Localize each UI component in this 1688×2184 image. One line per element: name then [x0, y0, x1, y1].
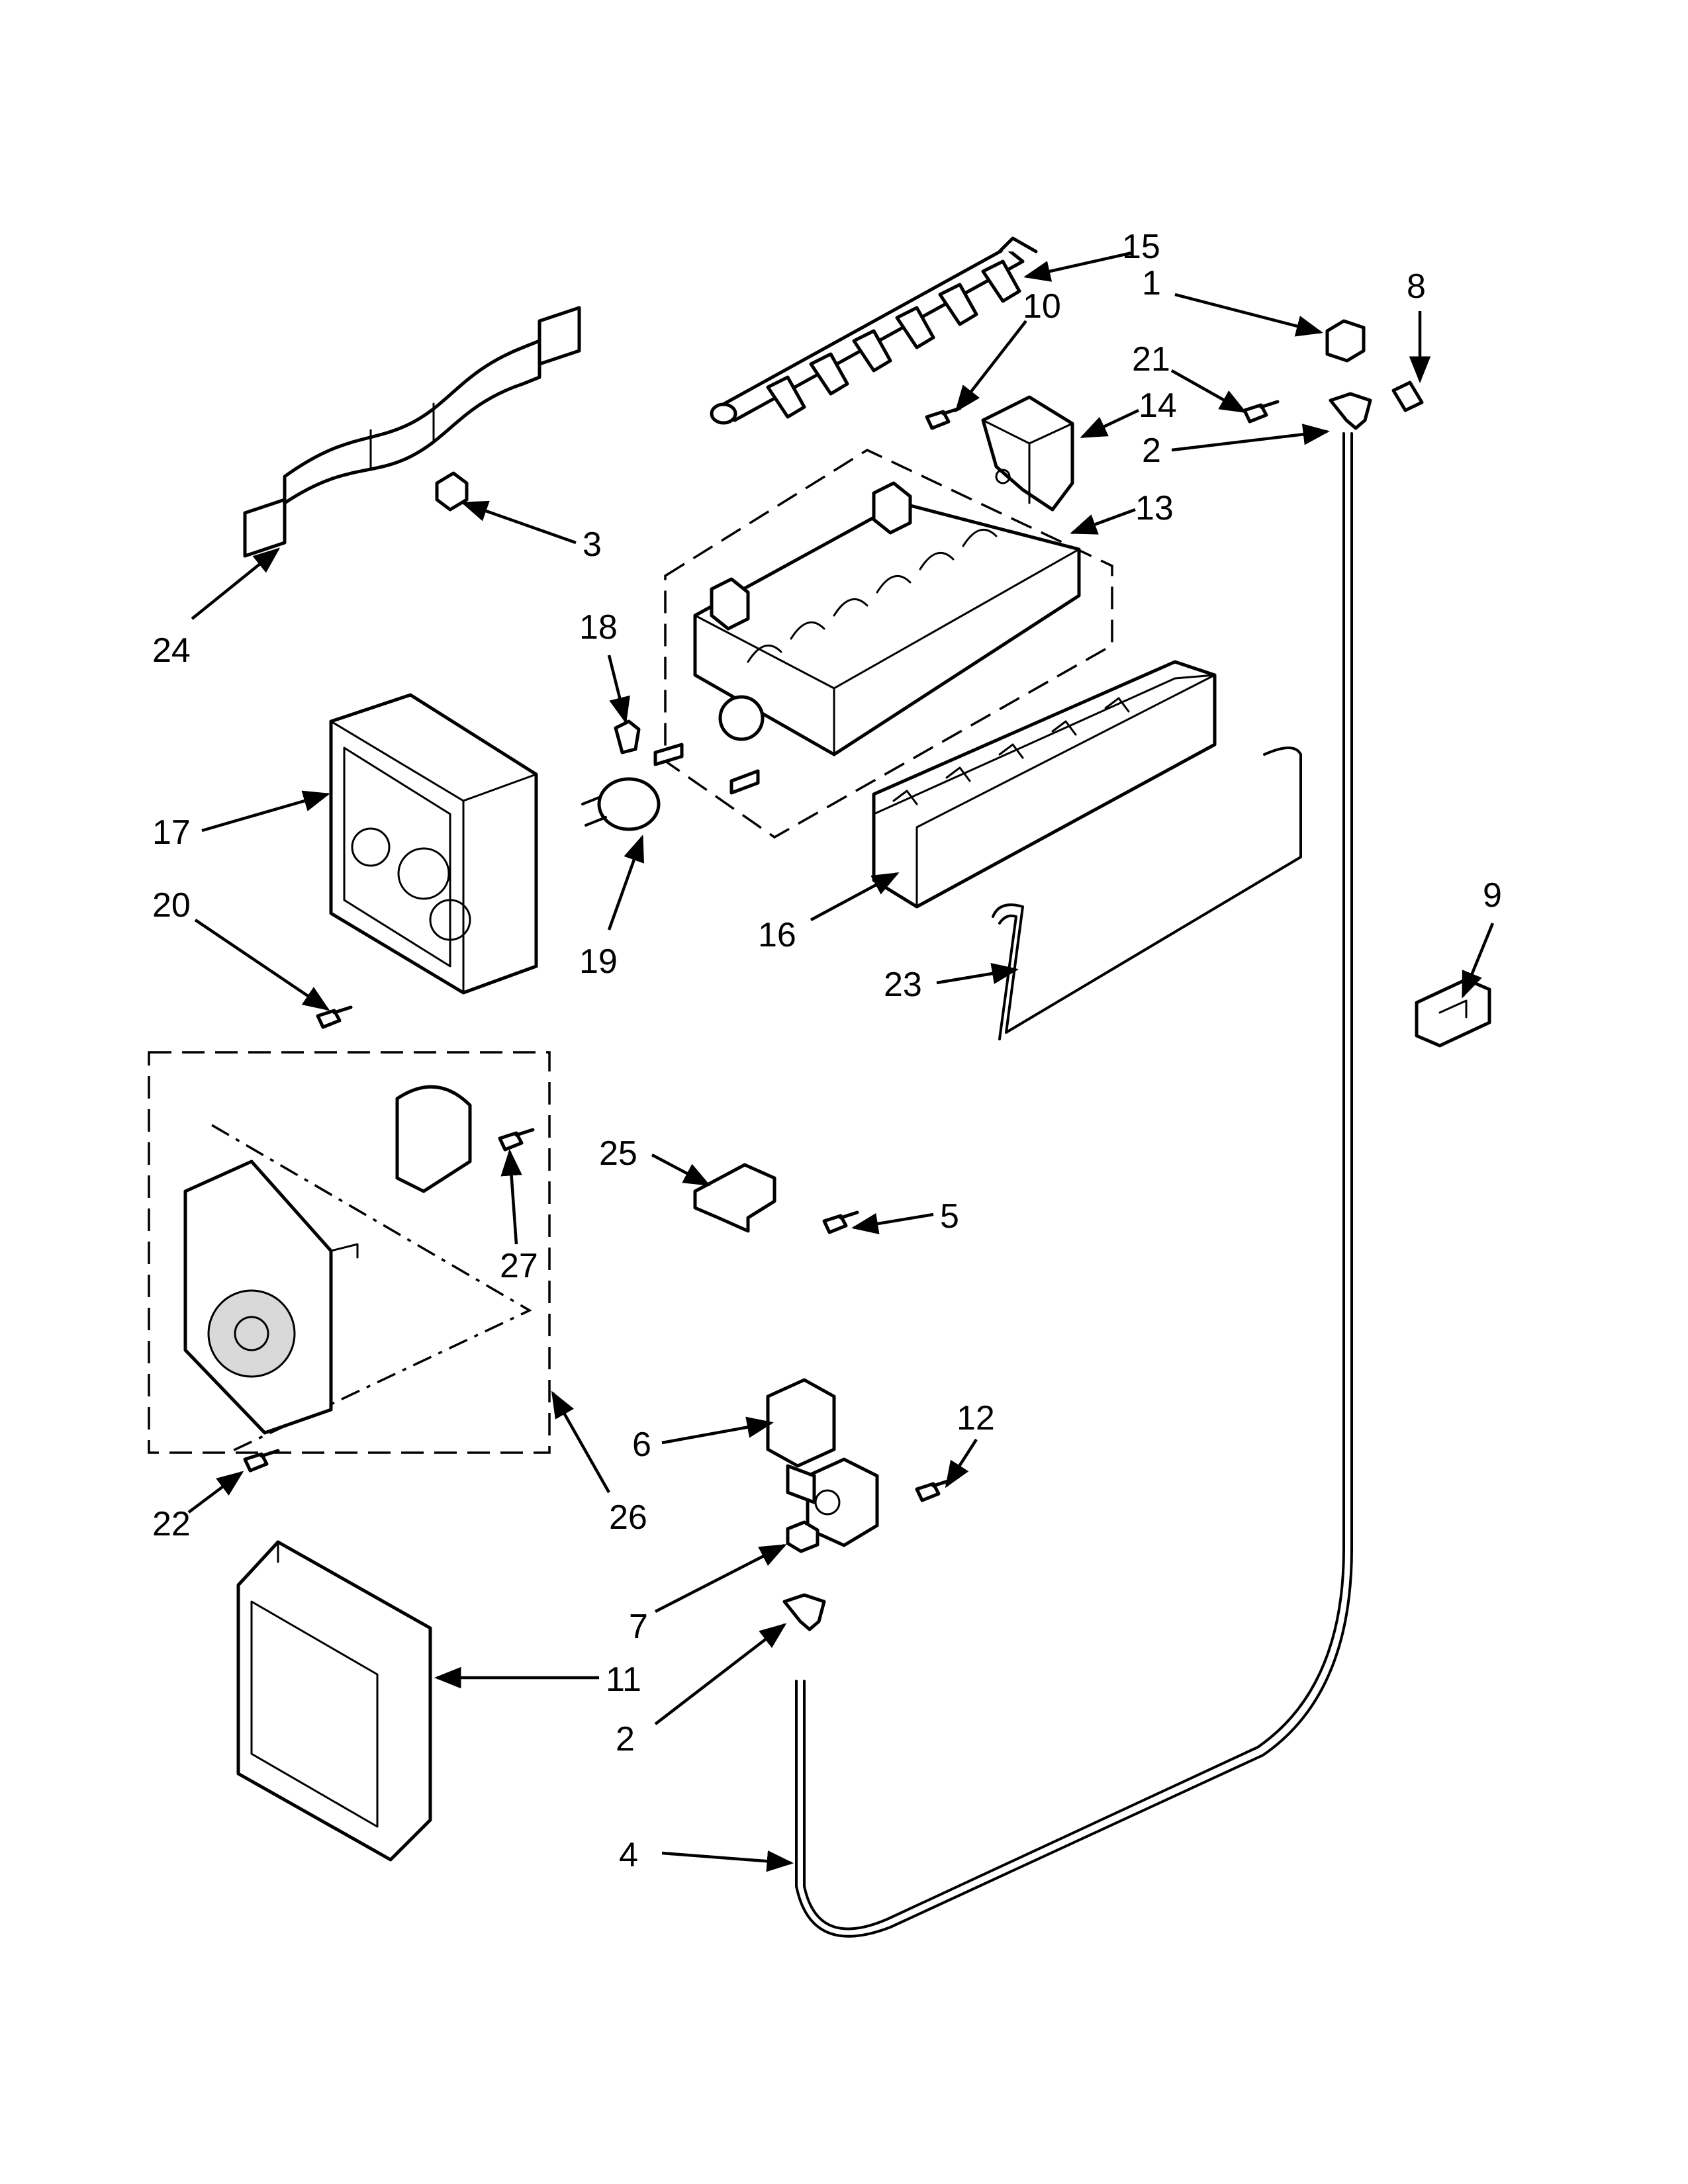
nut-part — [786, 1520, 820, 1553]
screw-10-part — [925, 406, 962, 430]
callout-15: 15 — [1122, 228, 1160, 266]
callout-7: 7 — [629, 1608, 648, 1646]
callout-1: 1 — [1142, 264, 1161, 302]
water-valve-part — [766, 1378, 879, 1547]
callout-27: 27 — [500, 1247, 538, 1285]
leader-arrows — [187, 251, 1495, 1872]
plug-part — [1391, 381, 1424, 412]
callout-13: 13 — [1135, 489, 1174, 527]
callout-5: 5 — [940, 1197, 959, 1236]
callout-20: 20 — [152, 886, 191, 925]
thermostat-clip-part — [614, 719, 641, 754]
callout-22: 22 — [152, 1505, 191, 1543]
callout-26: 26 — [609, 1498, 647, 1537]
callout-11: 11 — [606, 1661, 641, 1699]
callout-6: 6 — [632, 1426, 651, 1464]
callout-16: 16 — [758, 916, 796, 954]
callout-21: 21 — [1132, 340, 1170, 379]
ice-mold-part — [653, 449, 1113, 839]
water-tube-inner — [795, 432, 1353, 1938]
tube-clip-part — [1415, 978, 1491, 1048]
screw-27-part — [498, 1128, 535, 1152]
callout-14: 14 — [1139, 387, 1177, 425]
clamp-part — [1325, 319, 1366, 363]
cover-panel-part — [236, 1540, 432, 1862]
callout-9: 9 — [1483, 876, 1502, 915]
clip-part — [435, 471, 469, 512]
callout-labels: 15 1 8 10 21 14 2 13 3 24 18 17 19 16 23… — [152, 228, 1502, 1874]
control-module-part — [329, 693, 538, 995]
callout-3: 3 — [583, 525, 602, 564]
screw-20-part — [316, 1005, 353, 1029]
stripper-part — [872, 660, 1217, 909]
callout-2-lower: 2 — [616, 1720, 635, 1758]
callout-19: 19 — [579, 942, 618, 981]
callout-23: 23 — [884, 966, 922, 1004]
fitting-lower-part — [782, 1593, 826, 1631]
screw-21-part — [1243, 400, 1280, 424]
callout-4: 4 — [619, 1836, 638, 1874]
motor-assembly-part — [148, 1051, 551, 1454]
callout-12: 12 — [957, 1399, 995, 1437]
screw-12-part — [915, 1479, 952, 1502]
fill-cup-part — [981, 395, 1074, 512]
water-tube-part — [803, 432, 1345, 1931]
fitting-upper-part — [1329, 392, 1372, 430]
callout-25: 25 — [599, 1134, 637, 1173]
callout-10: 10 — [1023, 287, 1061, 326]
shutoff-arm-part — [992, 747, 1302, 1040]
callout-8: 8 — [1407, 267, 1426, 306]
ejector-part — [710, 236, 1038, 425]
thermostat-part — [581, 777, 661, 831]
callout-24: 24 — [152, 631, 191, 670]
callout-18: 18 — [579, 608, 618, 647]
callout-2-upper: 2 — [1142, 432, 1161, 470]
wire-harness-part — [243, 306, 581, 558]
screw-5-part — [822, 1210, 859, 1234]
callout-17: 17 — [152, 813, 191, 852]
bracket-part — [693, 1163, 776, 1233]
